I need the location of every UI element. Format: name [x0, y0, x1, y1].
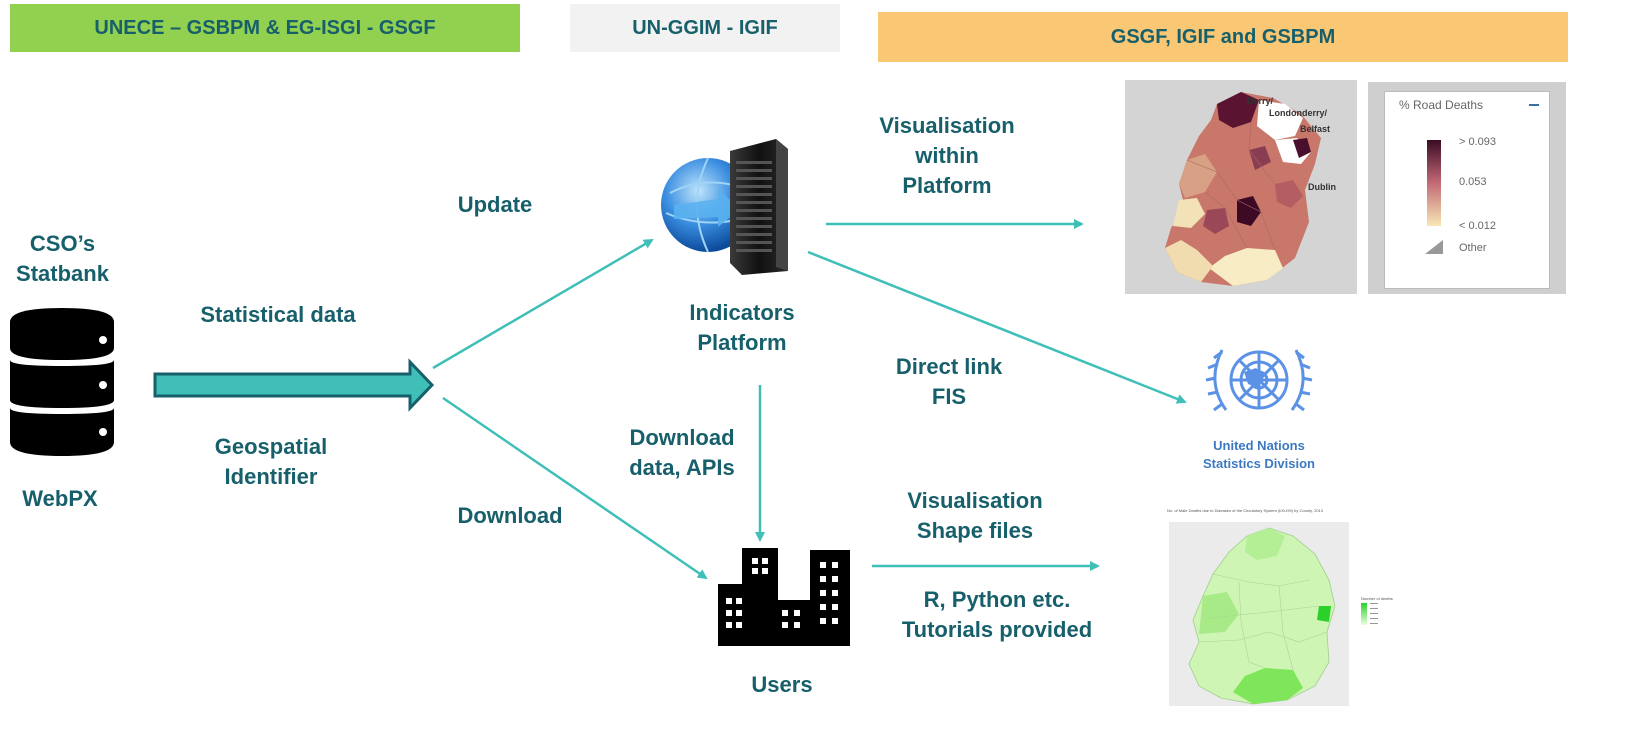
label-statistical-data: Statistical data: [200, 302, 356, 327]
circulatory-legend-ticks: [1370, 603, 1378, 625]
un-logo: United Nations Statistics Division: [1188, 330, 1330, 476]
label-download-data-line1: Download: [629, 425, 735, 450]
update-arrow: [432, 238, 654, 370]
un-logo-line1: United Nations: [1213, 438, 1305, 453]
source-title: CSO’s Statbank: [10, 229, 115, 289]
label-download-data-apis: Download data, APIs: [612, 423, 752, 483]
label-vis-platform-line2: within: [915, 143, 979, 168]
legend-other-label: Other: [1459, 242, 1487, 254]
legend-max-label: > 0.093: [1459, 136, 1497, 148]
label-update: Update: [457, 192, 533, 217]
header-middle: UN-GGIM - IGIF: [570, 4, 840, 52]
label-download-data-line2: data, APIs: [629, 455, 735, 480]
legend-mid-label: 0.053: [1459, 176, 1487, 188]
header-right-text: GSGF, IGIF and GSBPM: [1110, 25, 1336, 48]
buildings-icon: [718, 548, 850, 646]
label-download: Download: [457, 503, 563, 528]
legend-other-swatch: [1425, 240, 1443, 254]
legend-gradient: [1427, 140, 1441, 226]
label-tutorials: R, Python etc. Tutorials provided: [882, 585, 1112, 645]
circulatory-map: No. of Male Deaths due to Diseases of th…: [1165, 508, 1415, 708]
header-left: UNECE – GSBPM & EG-ISGI - GSGF: [10, 4, 520, 52]
label-direct-link-line1: Direct link: [895, 354, 1003, 379]
road-deaths-map: Derry/ Londonderry/ Belfast Dublin: [1125, 80, 1357, 294]
source-title-line1: CSO’s: [29, 231, 96, 256]
map-place-dublin: Dublin: [1308, 182, 1336, 192]
label-geo-line2: Identifier: [224, 464, 318, 489]
circulatory-map-plot: [1169, 522, 1349, 706]
road-deaths-legend: % Road Deaths > 0.093 0.053 < 0.012 Othe…: [1368, 82, 1566, 294]
platform-label-line2: Platform: [697, 330, 787, 355]
label-tutorials-line2: Tutorials provided: [901, 617, 1093, 642]
legend-inner-panel: % Road Deaths > 0.093 0.053 < 0.012 Othe…: [1384, 91, 1550, 289]
header-right: GSGF, IGIF and GSBPM: [878, 12, 1568, 62]
circulatory-map-title: No. of Male Deaths due to Diseases of th…: [1167, 508, 1323, 513]
server-globe-icon: [656, 133, 796, 278]
label-geospatial-identifier: Geospatial Identifier: [196, 432, 346, 492]
platform-label-line1: Indicators: [689, 300, 795, 325]
source-subtitle: WebPX: [22, 486, 98, 511]
header-middle-text: UN-GGIM - IGIF: [632, 16, 778, 39]
map-place-derry: Derry/: [1247, 96, 1274, 106]
source-title-line2: Statbank: [16, 261, 109, 286]
platform-label: Indicators Platform: [672, 298, 812, 358]
legend-min-label: < 0.012: [1459, 220, 1497, 232]
label-direct-link-line2: FIS: [931, 384, 967, 409]
legend-title: % Road Deaths: [1399, 98, 1484, 112]
label-vis-platform-line3: Platform: [902, 173, 992, 198]
label-visualisation-platform: Visualisation within Platform: [862, 111, 1032, 201]
label-geo-line1: Geospatial: [214, 434, 328, 459]
big-block-arrow: [153, 358, 435, 412]
database-icon: [10, 308, 114, 456]
label-vis-platform-line1: Visualisation: [879, 113, 1015, 138]
header-left-text: UNECE – GSBPM & EG-ISGI - GSGF: [94, 16, 436, 39]
legend-collapse-icon[interactable]: [1529, 104, 1539, 106]
users-label: Users: [751, 672, 813, 697]
map-place-belfast: Belfast: [1300, 124, 1330, 134]
label-tutorials-line1: R, Python etc.: [923, 587, 1071, 612]
map-place-londonderry: Londonderry/: [1269, 108, 1327, 118]
download-arrow: [442, 396, 708, 580]
un-emblem-icon: [1205, 349, 1313, 412]
label-vis-shape-line1: Visualisation: [907, 488, 1043, 513]
circulatory-legend-gradient: [1361, 603, 1367, 625]
un-logo-line2: Statistics Division: [1203, 456, 1315, 471]
direct-link-arrow: [807, 250, 1187, 404]
label-vis-shape-line2: Shape files: [916, 518, 1034, 543]
label-visualisation-shape-files: Visualisation Shape files: [880, 486, 1070, 546]
circulatory-legend-title: Number of deaths: [1361, 596, 1393, 601]
label-direct-link: Direct link FIS: [886, 352, 1012, 412]
